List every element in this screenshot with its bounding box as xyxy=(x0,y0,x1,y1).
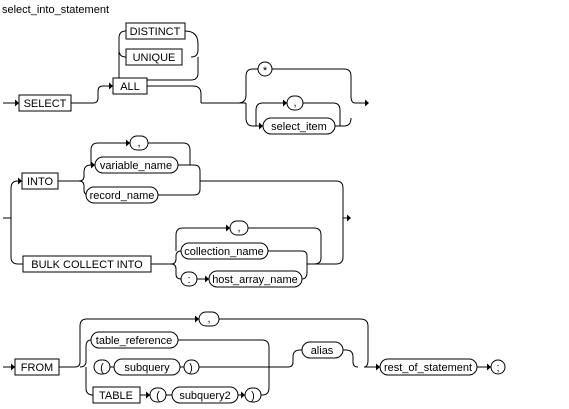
select-keyword-box xyxy=(18,94,72,112)
into-comma: , xyxy=(137,137,140,149)
from-keyword-box xyxy=(14,358,60,376)
table-keyword-box xyxy=(92,386,141,404)
bulk-comma-oval xyxy=(229,220,249,236)
subquery2-oval xyxy=(171,386,239,404)
close-paren-oval xyxy=(183,359,200,375)
from-keyword: FROM xyxy=(21,362,53,374)
record-name: record_name xyxy=(90,190,155,202)
subquery-oval xyxy=(113,358,181,376)
variable-name-oval xyxy=(94,156,179,174)
open-paren-2: ( xyxy=(156,390,160,402)
star-oval xyxy=(257,61,273,77)
variable-name: variable_name xyxy=(100,160,172,172)
close-paren: ) xyxy=(189,362,193,374)
into-section: INTO , variable_name record_name BULK CO… xyxy=(3,135,351,288)
distinct-box xyxy=(125,22,186,40)
semicolon: ; xyxy=(496,362,499,374)
open-paren-oval xyxy=(93,359,111,375)
rest-of-statement-oval xyxy=(379,358,478,376)
select-comma-oval xyxy=(286,95,304,111)
subquery: subquery xyxy=(124,362,170,374)
alias-oval xyxy=(301,341,344,359)
collection-name: collection_name xyxy=(184,246,264,258)
subquery2: subquery2 xyxy=(179,390,230,402)
host-array-name: host_array_name xyxy=(212,274,298,286)
bulk-collect-box xyxy=(22,255,152,273)
all-box xyxy=(112,77,148,95)
bulk-comma: , xyxy=(237,222,240,234)
select-item: select_item xyxy=(271,121,327,133)
diagram-title: select_into_statement xyxy=(2,4,109,16)
select-section: SELECT DISTINCT UNIQUE ALL * , select_it… xyxy=(3,22,369,135)
into-keyword-box xyxy=(21,172,59,190)
open-paren: ( xyxy=(100,362,104,374)
colon-symbol: : xyxy=(187,274,190,286)
select-keyword: SELECT xyxy=(24,98,67,110)
from-comma-oval xyxy=(198,311,220,327)
from-comma: , xyxy=(207,313,210,325)
bulk-collect-keyword: BULK COLLECT INTO xyxy=(31,259,143,271)
rest-of-statement: rest_of_statement xyxy=(384,362,472,374)
all-option: ALL xyxy=(120,81,140,93)
unique-box xyxy=(125,48,183,66)
alias: alias xyxy=(311,345,334,357)
record-name-oval xyxy=(85,186,159,204)
colon-oval xyxy=(180,271,198,287)
open-paren-2-oval xyxy=(149,387,167,403)
unique-option: UNIQUE xyxy=(133,52,176,64)
close-paren-2-oval xyxy=(244,387,262,403)
into-keyword: INTO xyxy=(27,176,54,188)
table-keyword: TABLE xyxy=(99,390,133,402)
semicolon-oval xyxy=(490,359,506,375)
into-comma-oval xyxy=(129,135,149,151)
distinct-option: DISTINCT xyxy=(130,26,181,38)
star-symbol: * xyxy=(263,65,268,77)
host-array-name-oval xyxy=(208,270,303,288)
select-item-oval xyxy=(262,117,336,135)
from-section: FROM , table_reference ( subquery ) TABL… xyxy=(3,311,506,404)
table-reference-oval xyxy=(90,331,179,349)
collection-name-oval xyxy=(180,242,269,260)
close-paren-2: ) xyxy=(251,390,255,402)
select-comma: , xyxy=(293,97,296,109)
table-reference: table_reference xyxy=(96,335,172,347)
